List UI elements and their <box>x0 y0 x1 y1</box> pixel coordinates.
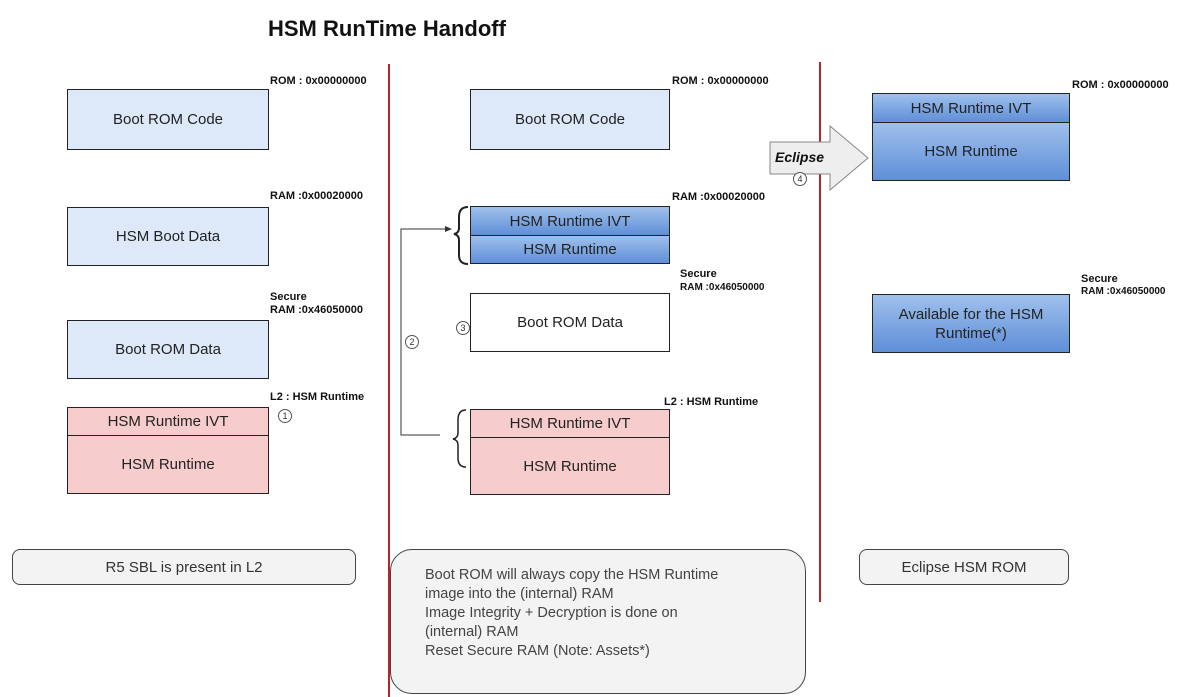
step-4-marker: 4 <box>793 172 807 186</box>
right-note-text: Eclipse HSM ROM <box>901 558 1027 576</box>
divider-right <box>819 62 821 602</box>
left-secure-label: Secure <box>270 291 307 303</box>
diagram-title: HSM RunTime Handoff <box>268 16 506 41</box>
middle-hsm-runtime-label: HSM Runtime <box>523 241 617 258</box>
middle-rom-address: ROM : 0x00000000 <box>672 75 769 87</box>
middle-secure-ram-address: RAM :0x46050000 <box>680 282 765 293</box>
left-ram-address: RAM :0x00020000 <box>270 190 363 202</box>
middle-note-line-2: image into the (internal) RAM <box>425 586 614 602</box>
left-boot-rom-data-label: Boot ROM Data <box>115 341 221 358</box>
left-boot-rom-data: Boot ROM Data <box>67 320 269 379</box>
middle-ram-address: RAM :0x00020000 <box>672 191 765 203</box>
middle-boot-rom-data-label: Boot ROM Data <box>517 314 623 331</box>
left-hsm-boot-data: HSM Boot Data <box>67 207 269 266</box>
right-available-region-label: Available for the HSM Runtime(*) <box>898 305 1044 342</box>
right-hsm-runtime: HSM Runtime <box>872 122 1070 181</box>
middle-note-line-3: Image Integrity + Decryption is done on <box>425 605 678 621</box>
middle-note: Boot ROM will always copy the HSM Runtim… <box>390 549 806 694</box>
right-secure-ram-address: RAM :0x46050000 <box>1081 286 1166 297</box>
eclipse-arrow-label: Eclipse <box>775 149 825 165</box>
middle-l2-hsm-runtime: HSM Runtime <box>470 437 670 495</box>
left-boot-rom-code-label: Boot ROM Code <box>112 111 224 128</box>
middle-l2-hsm-runtime-label: HSM Runtime <box>523 457 617 475</box>
middle-boot-rom-code-label: Boot ROM Code <box>514 111 626 128</box>
middle-note-line-4: (internal) RAM <box>425 624 519 640</box>
left-note: R5 SBL is present in L2 <box>12 549 356 585</box>
step-2-marker: 2 <box>405 335 419 349</box>
middle-hsm-runtime-ivt: HSM Runtime IVT <box>470 206 670 236</box>
middle-l2-label: L2 : HSM Runtime <box>664 396 759 408</box>
copy-path-line <box>400 228 446 436</box>
copy-path-arrowhead <box>445 226 452 232</box>
middle-hsm-runtime: HSM Runtime <box>470 235 670 264</box>
left-hsm-runtime-label: HSM Runtime <box>121 456 215 473</box>
middle-note-line-5: Reset Secure RAM (Note: Assets*) <box>425 643 650 659</box>
step-1-marker: 1 <box>278 409 292 423</box>
right-hsm-runtime-label: HSM Runtime <box>924 143 1018 160</box>
right-hsm-runtime-ivt: HSM Runtime IVT <box>872 93 1070 123</box>
left-note-text: R5 SBL is present in L2 <box>105 558 263 576</box>
right-secure-label: Secure <box>1081 273 1118 285</box>
right-note: Eclipse HSM ROM <box>859 549 1069 585</box>
left-l2-label: L2 : HSM Runtime <box>270 391 365 403</box>
middle-note-line-1: Boot ROM will always copy the HSM Runtim… <box>425 567 719 583</box>
left-rom-address: ROM : 0x00000000 <box>270 75 367 87</box>
left-hsm-runtime-ivt: HSM Runtime IVT <box>67 407 269 436</box>
left-boot-rom-code: Boot ROM Code <box>67 89 269 150</box>
divider-left <box>388 64 390 697</box>
middle-l2-hsm-runtime-ivt-label: HSM Runtime IVT <box>509 415 631 432</box>
middle-boot-rom-code: Boot ROM Code <box>470 89 670 150</box>
right-available-region: Available for the HSM Runtime(*) <box>872 294 1070 353</box>
left-secure-ram-address: RAM :0x46050000 <box>270 304 363 316</box>
step-3-marker: 3 <box>456 321 470 335</box>
left-hsm-boot-data-label: HSM Boot Data <box>115 228 221 245</box>
middle-boot-rom-data: Boot ROM Data <box>470 293 670 352</box>
brace-ram <box>453 206 469 265</box>
left-hsm-runtime: HSM Runtime <box>67 435 269 494</box>
middle-hsm-runtime-ivt-label: HSM Runtime IVT <box>509 212 631 230</box>
middle-secure-label: Secure <box>680 268 717 280</box>
right-rom-address: ROM : 0x00000000 <box>1072 79 1169 91</box>
middle-l2-hsm-runtime-ivt: HSM Runtime IVT <box>470 409 670 438</box>
right-hsm-runtime-ivt-label: HSM Runtime IVT <box>910 99 1032 117</box>
brace-l2 <box>452 409 467 468</box>
left-hsm-runtime-ivt-label: HSM Runtime IVT <box>107 413 229 430</box>
